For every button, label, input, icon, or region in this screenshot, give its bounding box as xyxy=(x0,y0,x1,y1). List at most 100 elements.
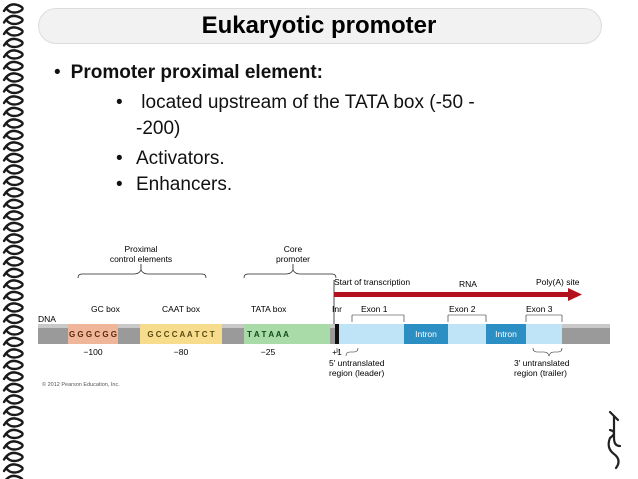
sub-bullet: • Activators. xyxy=(116,148,225,170)
spiral-coil xyxy=(2,428,24,440)
spiral-coil xyxy=(2,440,24,451)
inr-label: Inr xyxy=(332,304,342,314)
gc-box-position: −100 xyxy=(83,347,102,357)
bullet-marker: • xyxy=(116,92,123,113)
spiral-coil xyxy=(2,187,24,198)
spiral-coil xyxy=(2,106,24,118)
spiral-coil xyxy=(2,221,24,233)
spiral-coil xyxy=(2,198,24,210)
intron-2-region xyxy=(486,324,526,344)
spiral-coil xyxy=(2,26,24,37)
polya-label: Poly(A) site xyxy=(536,277,580,287)
spiral-coil xyxy=(4,474,24,479)
bullet-main-text: Promoter proximal element: xyxy=(70,62,323,83)
spiral-coil xyxy=(2,451,24,463)
spiral-coil xyxy=(2,256,24,267)
spiral-coil xyxy=(2,141,24,152)
sub-bullet: • Enhancers. xyxy=(116,174,232,196)
spiral-coil xyxy=(2,394,24,405)
spiral-binding xyxy=(2,3,24,479)
sub-bullet-text: Enhancers. xyxy=(136,174,233,195)
spiral-coil xyxy=(2,279,24,290)
core-bracket xyxy=(243,269,337,279)
exon-1-region xyxy=(339,324,404,344)
caat-box-region xyxy=(140,324,222,344)
spiral-coil xyxy=(2,382,24,394)
utr3-bracket xyxy=(532,347,563,357)
spiral-coil xyxy=(2,463,24,474)
gc-box-name: GC box xyxy=(91,304,121,314)
caat-box-sequence: G C C C A A T C T xyxy=(147,330,214,339)
intron-label: Intron xyxy=(495,329,517,339)
sub-bullet-text: Activators. xyxy=(136,148,225,169)
caat-box-name: CAAT box xyxy=(162,304,201,314)
bullet-marker: • xyxy=(116,174,123,195)
intron-label: Intron xyxy=(415,329,437,339)
spiral-coil xyxy=(2,244,24,256)
rna-label: RNA xyxy=(459,279,477,289)
copyright: © 2012 Pearson Education, Inc. xyxy=(42,381,120,388)
spiral-coil xyxy=(2,3,24,14)
sub-bullet-continuation: -200) xyxy=(136,118,180,140)
spiral-coil xyxy=(2,359,24,371)
proximal-label: Proximal xyxy=(124,244,157,254)
spiral-coil xyxy=(2,129,24,141)
spiral-coil xyxy=(2,118,24,129)
core-label: promoter xyxy=(276,254,310,264)
exon-label: Exon 1 xyxy=(361,304,388,314)
gc-box-sequence: G G G C G G xyxy=(69,330,117,339)
sub-bullet-text: -200) xyxy=(136,118,181,139)
utr3-label: region (trailer) xyxy=(514,368,567,378)
dna-label: DNA xyxy=(38,314,56,324)
exon-3-region xyxy=(526,324,562,344)
proximal-label: control elements xyxy=(110,254,172,264)
spiral-coil xyxy=(2,60,24,72)
exon-label: Exon 2 xyxy=(449,304,476,314)
utr5-label: region (leader) xyxy=(329,368,384,378)
tata-box-sequence: T A T A A A xyxy=(247,330,289,339)
spiral-coil xyxy=(2,95,24,106)
inr-region xyxy=(335,324,339,344)
spiral-coil xyxy=(2,417,24,428)
spiral-coil xyxy=(2,348,24,359)
utr5-bracket xyxy=(336,347,359,357)
spiral-coil xyxy=(2,83,24,95)
spiral-coil xyxy=(2,72,24,83)
spiral-coil xyxy=(2,14,24,26)
utr3-label: 3′ untranslated xyxy=(514,358,570,368)
spiral-coil xyxy=(2,233,24,244)
spiral-coil xyxy=(2,290,24,302)
spiral-coil xyxy=(2,164,24,175)
gc-box-region xyxy=(68,324,118,344)
bullet-main: •Promoter proximal element: xyxy=(54,62,323,84)
tata-box-position: −25 xyxy=(261,347,276,357)
spiral-coil xyxy=(2,302,24,313)
tata-box-name: TATA box xyxy=(251,304,287,314)
utr5-label: 5′ untranslated xyxy=(329,358,385,368)
spiral-coil xyxy=(2,37,24,49)
spiral-coil xyxy=(2,313,24,325)
rna-arrow-head xyxy=(568,288,582,301)
proximal-bracket xyxy=(77,269,207,279)
caat-box-position: −80 xyxy=(174,347,189,357)
start-label: Start of transcription xyxy=(334,277,410,287)
slide-title: Eukaryotic promoter xyxy=(201,12,437,39)
tata-box-region xyxy=(244,324,330,344)
bullet-marker: • xyxy=(116,148,123,169)
spiral-coil xyxy=(2,49,24,60)
spiral-coil xyxy=(2,336,24,348)
sub-bullet: • located upstream of the TATA box (-50 … xyxy=(116,92,475,114)
core-label: Core xyxy=(284,244,303,254)
sub-bullet-text: located upstream of the TATA box (-50 - xyxy=(136,92,475,113)
spiral-coil xyxy=(2,405,24,417)
spiral-coil xyxy=(2,267,24,279)
promoter-diagram: Proximal control elements Core promoter … xyxy=(38,244,610,388)
corner-ornament xyxy=(607,410,622,470)
spiral-coil xyxy=(2,210,24,221)
intron-1-region xyxy=(404,324,448,344)
title-bar xyxy=(38,8,602,44)
spiral-coil xyxy=(2,371,24,382)
spiral-coil xyxy=(2,175,24,187)
exon-2-region xyxy=(448,324,486,344)
rna-arrow-shaft xyxy=(334,292,570,297)
